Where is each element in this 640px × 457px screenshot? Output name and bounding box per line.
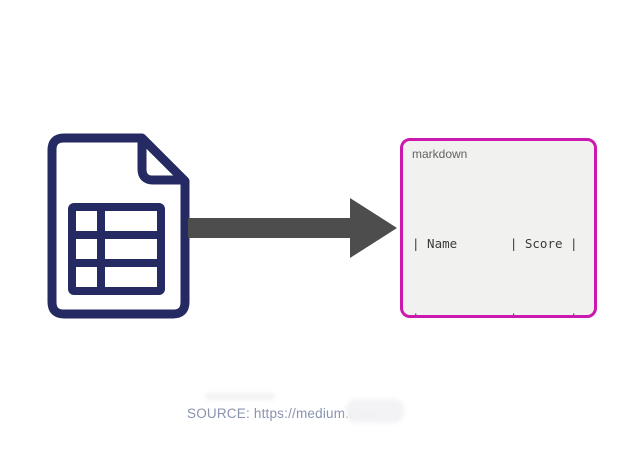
document-fold <box>137 135 187 185</box>
code-line-header: | Name | Score | <box>412 235 578 251</box>
spreadsheet-document-icon <box>47 133 190 319</box>
markdown-code-block: markdown | Name | Score | |------------|… <box>400 138 597 318</box>
source-caption: SOURCE: https://medium.com <box>187 406 376 421</box>
table-grid <box>68 203 165 295</box>
code-line-separator: |------------|-------| <box>412 306 586 315</box>
markdown-table-text: | Name | Score | |------------|-------| … <box>412 180 586 315</box>
code-language-label: markdown <box>412 147 468 161</box>
arrow-right-icon <box>188 198 397 258</box>
smudge-overlay-small <box>205 393 275 400</box>
smudge-overlay <box>346 399 404 423</box>
